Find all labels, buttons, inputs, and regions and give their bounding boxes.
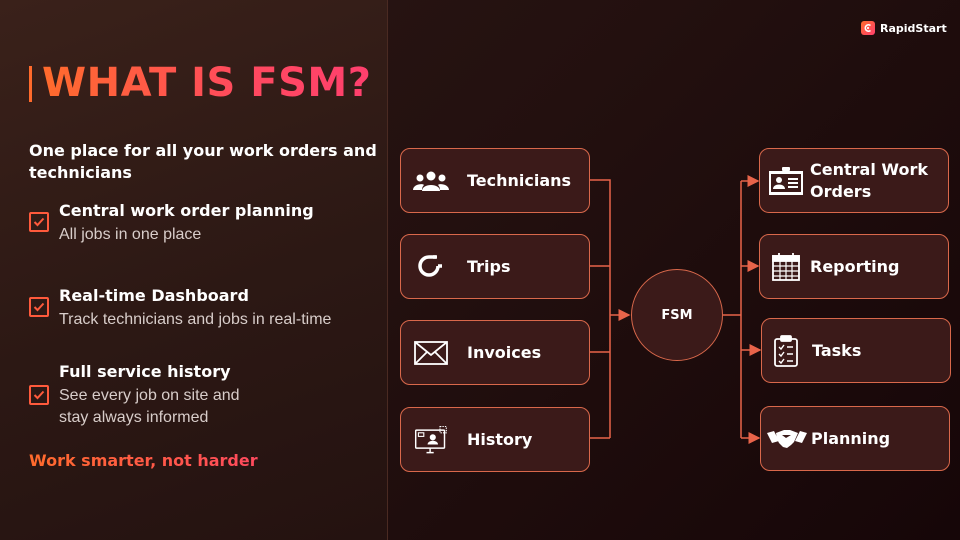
node-label: Invoices	[467, 342, 542, 362]
input-node-technicians: Technicians	[400, 148, 590, 213]
checkbox-icon	[29, 385, 49, 405]
brand: RapidStart	[861, 21, 947, 35]
id-card-icon	[768, 166, 804, 196]
output-node-planning: Planning	[760, 406, 950, 471]
handshake-icon	[767, 424, 807, 454]
center-node-fsm: FSM	[631, 269, 723, 361]
title-accent-bar	[29, 66, 32, 102]
output-node-reporting: Reporting	[759, 234, 949, 299]
left-panel	[0, 0, 388, 540]
page-title: WHAT IS FSM?	[42, 60, 372, 106]
feature-description: See every job on site and stay always in…	[59, 387, 240, 426]
input-node-invoices: Invoices	[400, 320, 590, 385]
input-node-trips: Trips	[400, 234, 590, 299]
calendar-icon	[768, 252, 804, 282]
checkbox-icon	[29, 212, 49, 232]
rapidstart-logo-icon	[861, 21, 875, 35]
node-label: Trips	[467, 256, 511, 276]
brand-name: RapidStart	[880, 21, 947, 35]
node-label: Technicians	[467, 170, 572, 190]
feature-description: All jobs in one place	[59, 226, 202, 243]
envelope-icon	[413, 338, 449, 368]
magnet-icon	[413, 252, 449, 282]
node-label: History	[467, 429, 533, 449]
output-node-central-work-orders: Central Work Orders	[759, 148, 949, 213]
node-label: Central Work Orders	[810, 159, 928, 201]
subtitle: One place for all your work orders and t…	[29, 141, 377, 182]
checkbox-icon	[29, 297, 49, 317]
node-label: Tasks	[812, 340, 862, 360]
input-node-history: History	[400, 407, 590, 472]
feature-title: Central work order planning	[59, 201, 314, 220]
feature-title: Full service history	[59, 362, 231, 381]
feature-description: Track technicians and jobs in real-time	[59, 311, 332, 328]
node-label: Planning	[811, 428, 891, 448]
monitor-user-icon	[413, 425, 449, 455]
input-bus-line	[589, 179, 611, 438]
users-icon	[413, 166, 449, 196]
clipboard-checklist-icon	[768, 334, 804, 367]
feature-title: Real-time Dashboard	[59, 286, 249, 305]
output-node-tasks: Tasks	[761, 318, 951, 383]
tagline: Work smarter, not harder	[29, 451, 258, 470]
node-label: Reporting	[810, 256, 900, 276]
